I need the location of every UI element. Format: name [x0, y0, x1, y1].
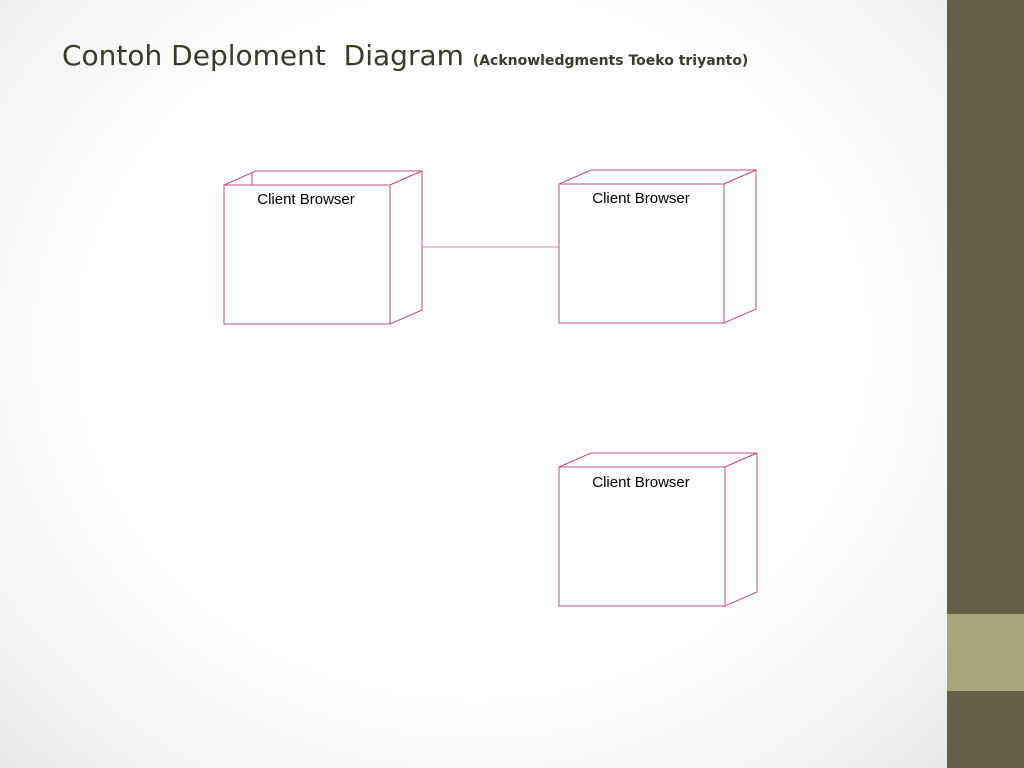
node-side-face [389, 170, 423, 325]
node-top-face [223, 170, 423, 186]
slide-title: Contoh Deploment Diagram (Acknowledgment… [62, 36, 748, 81]
node-label: Client Browser [257, 191, 355, 208]
sidebar-accent-block [947, 614, 1024, 691]
node-front-face [223, 184, 391, 325]
node-front-face [558, 183, 725, 324]
deployment-diagram: Client Browser Client Browser Client Bro… [223, 169, 758, 607]
node-front-face [558, 466, 726, 607]
node-3: Client Browser [558, 452, 758, 607]
node-2: Client Browser [558, 169, 757, 324]
node-label: Client Browser [592, 474, 690, 491]
node-top-face [558, 169, 757, 185]
node-side-face [723, 169, 757, 324]
node-1: Client Browser [223, 170, 423, 325]
node-label: Client Browser [592, 190, 690, 207]
title-acknowledgment: (Acknowledgments Toeko triyanto) [472, 53, 749, 69]
slide-canvas [0, 0, 947, 768]
title-main: Contoh Deploment Diagram [62, 39, 473, 72]
node-side-face [724, 452, 758, 607]
node-top-face [558, 452, 758, 468]
